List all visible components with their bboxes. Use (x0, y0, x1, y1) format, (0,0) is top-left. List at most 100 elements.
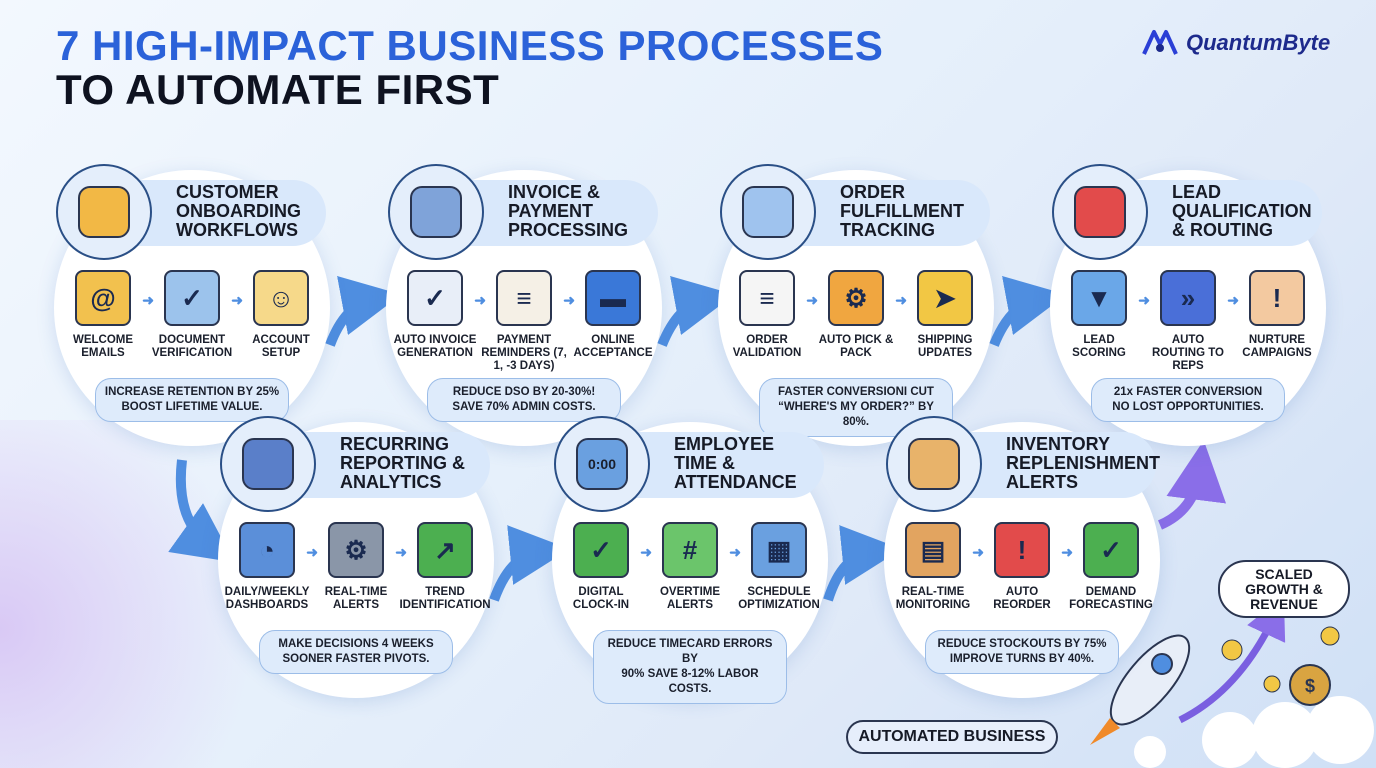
arrow-3-4 (989, 275, 1067, 347)
step-label: SHIPPING UPDATES (917, 334, 973, 359)
process-step: ▤ REAL-TIME MONITORING ➜ (890, 522, 984, 612)
step-label: REAL-TIME MONITORING (895, 586, 971, 611)
stat-line: BOOST LIFETIME VALUE. (121, 401, 263, 413)
stat-line: 90% SAVE 8-12% LABOR COSTS. (621, 668, 759, 695)
trend-chart-icon: ↗ (417, 522, 473, 578)
chevrons-icon: » (1160, 270, 1216, 326)
process-steps: ▤ REAL-TIME MONITORING ➜ ! AUTO REORDER … (890, 522, 1154, 612)
automated-business-label: AUTOMATED BUSINESS (846, 720, 1058, 754)
title-line-1: 7 HIGH-IMPACT BUSINESS PROCESSES (56, 22, 884, 69)
process-step: ! AUTO REORDER ➜ (979, 522, 1073, 612)
process-steps: ✓ AUTO INVOICE GENERATION ➜ ≡ PAYMENT RE… (392, 270, 656, 373)
step-label: AUTO ROUTING TO REPS (1152, 334, 1224, 372)
process-step: ✓ DEMAND FORECASTING (1068, 522, 1154, 612)
order-document-check-icon: ✓ (407, 270, 463, 326)
arrow-right-icon: ➜ (142, 292, 154, 308)
title-line-2: TO AUTOMATE FIRST (56, 66, 500, 113)
page-title: 7 HIGH-IMPACT BUSINESS PROCESSES TO AUTO… (56, 24, 883, 112)
stat-line: 21x FASTER CONVERSION (1113, 386, 1263, 398)
process-step: ! NURTURE CAMPAIGNS (1234, 270, 1320, 373)
process-steps: ✓ DIGITAL CLOCK-IN ➜ # OVERTIME ALERTS ➜… (558, 522, 822, 612)
process-step: ↗ TREND IDENTIFICATION (399, 522, 491, 612)
shelves-icon (886, 416, 982, 512)
process-step: # OVERTIME ALERTS ➜ (647, 522, 741, 612)
arrow-right-icon: ➜ (395, 544, 407, 560)
forecast-document-icon: ✓ (1083, 522, 1139, 578)
process-step: ⚙ AUTO PICK & PACK ➜ (813, 270, 907, 360)
logo-text: QuantumByte (1186, 30, 1331, 55)
process-title-line: ANALYTICS (340, 472, 442, 492)
cloud-line: GROWTH & (1245, 581, 1323, 597)
process-step: ▼ LEAD SCORING ➜ (1056, 270, 1150, 373)
dashboard-chart-icon (220, 416, 316, 512)
impact-stat: REDUCE TIMECARD ERRORS BY 90% SAVE 8-12%… (593, 630, 787, 704)
svg-text:$: $ (1305, 676, 1315, 696)
process-step: ☺ ACCOUNT SETUP (238, 270, 324, 360)
logo: QuantumByte (1140, 28, 1330, 58)
clock-display: 0:00 (587, 456, 617, 472)
step-label: ACCOUNT SETUP (252, 334, 310, 359)
step-label: WELCOME EMAILS (72, 334, 134, 359)
process-title-line: TIME & (674, 453, 735, 473)
arrow-right-icon: ➜ (1227, 292, 1239, 308)
process-title-line: FULFILLMENT (840, 201, 964, 221)
process-steps: @ WELCOME EMAILS ➜ ✓ DOCUMENT VERIFICATI… (60, 270, 324, 360)
process-step: ⚙ REAL-TIME ALERTS ➜ (313, 522, 407, 612)
process-title-line: PROCESSING (508, 220, 629, 240)
arrow-5-6 (489, 525, 570, 602)
process-steps: ▼ LEAD SCORING ➜ » AUTO ROUTING TO REPS … (1056, 270, 1320, 373)
process-step: ✓ DOCUMENT VERIFICATION ➜ (149, 270, 243, 360)
process-title-line: PAYMENT (508, 201, 594, 221)
step-label: DOCUMENT VERIFICATION (151, 334, 233, 359)
user-avatar-icon: ☺ (253, 270, 309, 326)
step-label: NURTURE CAMPAIGNS (1242, 334, 1312, 359)
sales-rep-bell-icon: ! (1249, 270, 1305, 326)
robot-handshake-icon (56, 164, 152, 260)
stat-line: REDUCE TIMECARD ERRORS BY (607, 638, 773, 665)
funnel-icon: ▼ (1071, 270, 1127, 326)
process-steps: ◔ DAILY/WEEKLY DASHBOARDS ➜ ⚙ REAL-TIME … (224, 522, 491, 612)
process-title-line: RECURRING (340, 434, 450, 454)
cloud-line: SCALED (1255, 566, 1313, 582)
process-title-line: QUALIFICATION (1172, 201, 1312, 221)
cloud-line: REVENUE (1250, 596, 1318, 612)
process-step: ≡ ORDER VALIDATION ➜ (724, 270, 818, 360)
arrow-1-2 (325, 275, 402, 347)
step-label: AUTO REORDER (993, 586, 1051, 611)
process-title-line: ONBOARDING (176, 201, 301, 221)
stat-line: IMPROVE TURNS BY 40%. (949, 653, 1095, 665)
arrow-right-icon: ➜ (972, 544, 984, 560)
process-title-line: INVENTORY (1006, 434, 1111, 454)
step-label: ONLINE ACCEPTANCE (573, 334, 653, 359)
impact-stat: MAKE DECISIONS 4 WEEKS SOONER FASTER PIV… (259, 630, 453, 674)
stat-line: NO LOST OPPORTUNITIES. (1112, 401, 1264, 413)
step-label: OVERTIME ALERTS (659, 586, 721, 611)
process-steps: ≡ ORDER VALIDATION ➜ ⚙ AUTO PICK & PACK … (724, 270, 988, 360)
process-step: ➤ SHIPPING UPDATES (902, 270, 988, 360)
stat-line: SAVE 70% ADMIN COSTS. (452, 401, 596, 413)
clipboard-checklist-icon: ✓ (164, 270, 220, 326)
step-label: ORDER VALIDATION (732, 334, 802, 359)
impact-stat: REDUCE STOCKOUTS BY 75% IMPROVE TURNS BY… (925, 630, 1119, 674)
clouds-illustration (1134, 696, 1374, 768)
step-label: DEMAND FORECASTING (1069, 586, 1153, 611)
rocket-icon (720, 164, 816, 260)
process-step: @ WELCOME EMAILS ➜ (60, 270, 154, 360)
process-title-line: & ROUTING (1172, 220, 1273, 240)
rocket-illustration (1090, 634, 1191, 745)
money-bag-icon: $ (1289, 664, 1331, 706)
alarm-siren-icon: ! (994, 522, 1050, 578)
process-step: ▬ ONLINE ACCEPTANCE (570, 270, 656, 373)
arrow-4-5 (168, 459, 235, 563)
arrow-right-icon: ➜ (474, 292, 486, 308)
arrow-right-icon: ➜ (640, 544, 652, 560)
process-title-line: ORDER (840, 182, 906, 202)
calendar-icon: ▦ (751, 522, 807, 578)
step-label: SCHEDULE OPTIMIZATION (738, 586, 820, 611)
impact-stat: 21x FASTER CONVERSION NO LOST OPPORTUNIT… (1091, 378, 1285, 422)
